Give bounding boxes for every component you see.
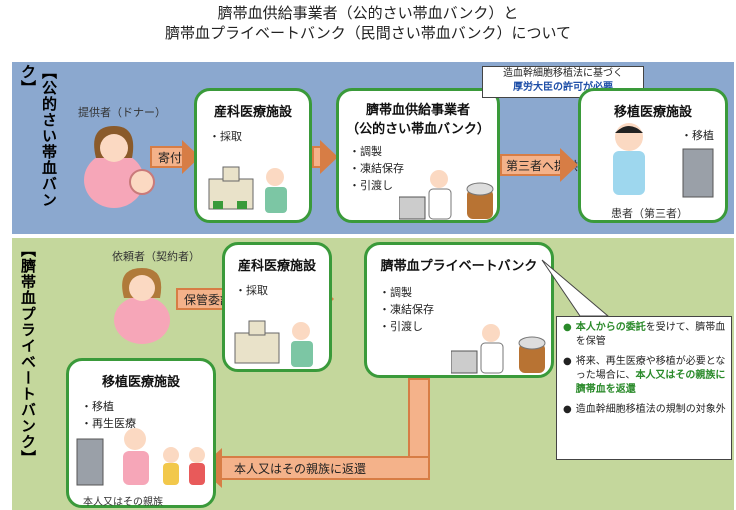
lab-researcher-icon xyxy=(399,170,494,220)
private-bank-item-prepare: 調製 xyxy=(379,284,551,301)
private-bank-item-deliver: 引渡し xyxy=(379,318,551,335)
family-and-hospital-icon xyxy=(76,428,205,486)
note-3: ● 造血幹細胞移植法の規制の対象外 xyxy=(563,403,727,417)
flow-arrow-public-1 xyxy=(312,140,338,174)
transplant-facility-box-private: 移植医療施設 移植 再生医療 本人又はその親族 xyxy=(66,358,216,508)
public-bank-section-label: 【公的さい帯血バンク】 xyxy=(19,64,58,208)
client-label: 依頼者（契約者） xyxy=(112,250,200,263)
note-1-post: を受けて、臍帯血を保管 xyxy=(575,322,726,347)
private-bank-title: 臍帯血プライベートバンク xyxy=(380,259,538,274)
third-party-arrow-label: 第三者へ提供 xyxy=(500,154,578,176)
note-2-highlight: 本人又はその親族に臍帯血を返還 xyxy=(575,370,726,395)
family-label: 本人又はその親族 xyxy=(83,497,163,508)
title-line-1: 臍帯血供給事業者（公的さい帯血バンク）と xyxy=(217,4,519,22)
lab-researcher-icon-2 xyxy=(451,324,546,374)
public-bank-item-deliver: 引渡し xyxy=(349,177,497,194)
private-bank-section-label: 【臍帯血プライベートバンク】 xyxy=(19,242,37,466)
notes-pointer xyxy=(541,259,610,317)
note-bullet-2: ● xyxy=(563,356,572,367)
pregnant-woman-icon xyxy=(84,126,155,208)
public-bank-title-1: 臍帯血供給事業者 xyxy=(365,103,470,118)
hospital-and-doctor-icon xyxy=(208,166,287,213)
donation-arrow-label: 寄付 xyxy=(150,146,182,168)
obstetric-facility-box-private: 産科医療施設 採取 xyxy=(222,242,332,372)
transplant-facility-title-2: 移植医療施設 xyxy=(101,375,180,390)
note-bullet-1: ● xyxy=(563,322,572,333)
third-party-arrow: 第三者へ提供 xyxy=(500,148,578,182)
note-2-pre: 将来、再生医療や移植が必要となった場合に、 xyxy=(575,356,726,381)
patient-label: 患者（第三者） xyxy=(611,207,688,220)
private-bank-notes: ● 本人からの委託を受けて、臍帯血を保管 ● 将来、再生医療や移植が必要となった… xyxy=(556,316,732,460)
transplant-facility-box-public: 移植医療施設 移植 患者（第三者） xyxy=(578,88,728,223)
obstetric-facility-title-2: 産科医療施設 xyxy=(237,259,316,274)
obstetric-facility-title: 産科医療施設 xyxy=(213,105,292,120)
obstetric-item-collect: 採取 xyxy=(209,128,309,145)
donation-arrow: 寄付 xyxy=(150,140,200,174)
public-bank-item-freeze: 凍結保存 xyxy=(349,160,497,177)
return-arrow-vertical xyxy=(408,378,430,462)
transplant-item-transplant: 移植 xyxy=(81,398,213,415)
transplant-item-regenerative: 再生医療 xyxy=(81,415,213,432)
transplant-item: 移植 xyxy=(681,127,714,144)
legal-callout: 造血幹細胞移植法に基づく 厚労大臣の許可が必要 xyxy=(482,66,644,98)
public-bank-title-2: （公的さい帯血バンク） xyxy=(346,122,490,137)
patient-and-hospital-icon xyxy=(613,123,714,198)
note-1: ● 本人からの委託を受けて、臍帯血を保管 xyxy=(563,321,727,349)
private-bank-item-freeze: 凍結保存 xyxy=(379,301,551,318)
callout-line-1: 造血幹細胞移植法に基づく xyxy=(503,68,623,79)
private-bank-box: 臍帯血プライベートバンク 調製 凍結保存 引渡し xyxy=(364,242,554,378)
note-1-highlight: 本人からの委託 xyxy=(575,322,646,333)
return-arrow-label: 本人又はその親族に返還 xyxy=(220,456,430,480)
public-bank-item-prepare: 調製 xyxy=(349,143,497,160)
transplant-facility-title: 移植医療施設 xyxy=(613,105,692,120)
pregnant-woman-icon-2 xyxy=(114,268,170,344)
note-3-text: 造血幹細胞移植法の規制の対象外 xyxy=(575,404,726,415)
note-bullet-3: ● xyxy=(563,404,572,415)
public-bank-box: 臍帯血供給事業者 （公的さい帯血バンク） 調製 凍結保存 引渡し xyxy=(336,88,500,223)
donor-label: 提供者（ドナー） xyxy=(78,106,166,119)
obstetric-item-collect-2: 採取 xyxy=(235,282,329,299)
obstetric-facility-box-public: 産科医療施設 採取 xyxy=(194,88,312,223)
callout-line-2: 厚労大臣の許可が必要 xyxy=(513,82,613,93)
note-2: ● 将来、再生医療や移植が必要となった場合に、本人又はその親族に臍帯血を返還 xyxy=(563,355,727,397)
title-line-2: 臍帯血プライベートバンク（民間さい帯血バンク）について xyxy=(164,24,572,42)
hospital-and-doctor-icon-2 xyxy=(234,320,313,367)
